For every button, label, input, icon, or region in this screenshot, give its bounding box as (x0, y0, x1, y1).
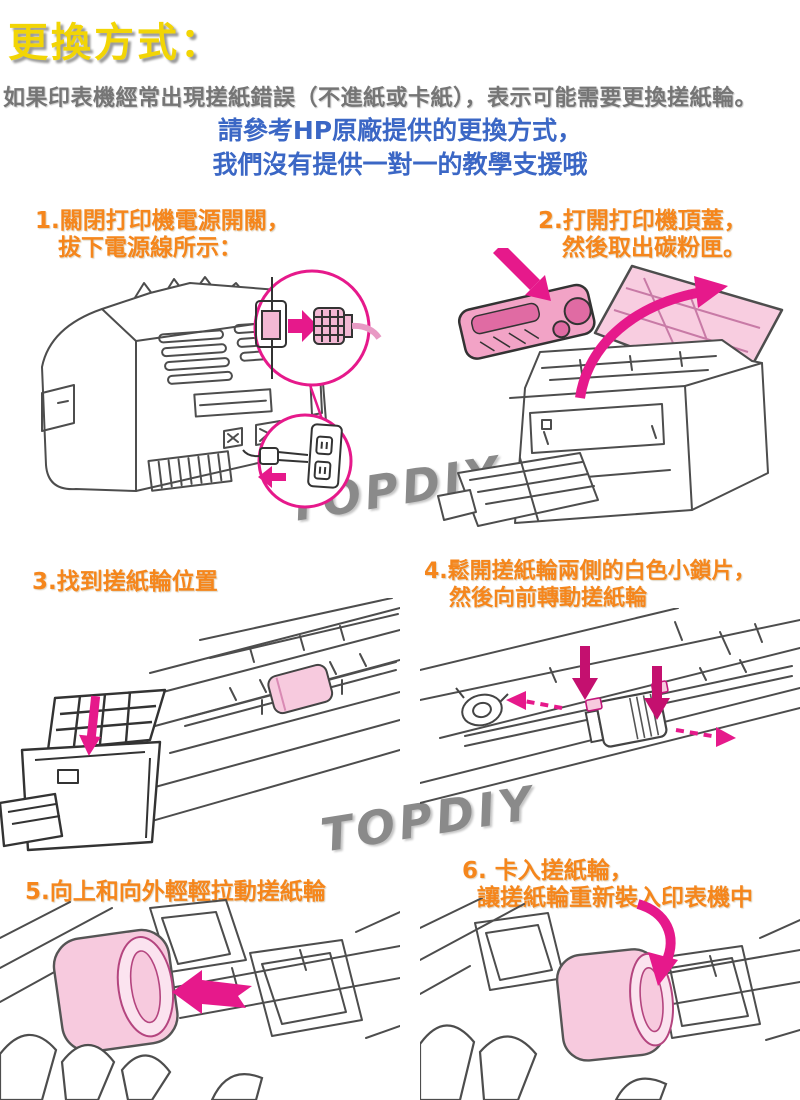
step4-illustration (420, 608, 800, 832)
step2-label-line2: 然後取出碳粉匣。 (562, 235, 746, 261)
step6-label-line1: 6. 卡入搓紙輪， (462, 858, 633, 884)
step4-label-line1: 4.鬆開搓紙輪兩側的白色小鎖片， (424, 559, 756, 584)
step6-label-line2: 讓搓紙輪重新裝入印表機中 (477, 885, 753, 911)
roller-insert-art (420, 898, 800, 1100)
white-latch-left (584, 697, 603, 712)
pickup-roller (52, 928, 179, 1053)
notice-line-2: 我們沒有提供一對一的教學支援哦 (212, 150, 588, 179)
step3-label-line1: 3.找到搓紙輪位置 (32, 569, 218, 595)
printer-open-lid-art (437, 248, 784, 527)
notice-block: 請參考HP原廠提供的更換方式， 我們沒有提供一對一的教學支援哦 (0, 114, 800, 182)
arrow-dashed-right-icon (675, 727, 736, 747)
arrow-left-icon (258, 466, 286, 488)
roller-location-art (0, 598, 400, 852)
notice-line-1: 請參考HP原廠提供的更換方式， (217, 116, 583, 145)
pickup-roller (267, 663, 334, 715)
arrow-curved-up-icon (575, 276, 728, 399)
wall-outlet-callout-icon (242, 413, 353, 509)
step2-illustration (430, 248, 800, 540)
arrow-down-icon (644, 666, 670, 720)
arrow-down-icon (79, 695, 101, 756)
arrow-left-icon (172, 970, 252, 1014)
printer-back-art (41, 269, 382, 509)
step1-illustration (10, 253, 400, 553)
page-title: 更換方式： (8, 20, 223, 66)
step5-label-line1: 5.向上和向外輕輕拉動搓紙輪 (25, 879, 326, 905)
arrow-curved-down-icon (636, 899, 678, 986)
step6-illustration (420, 898, 800, 1100)
arrow-down-right-icon (493, 248, 551, 301)
arrow-right-icon (288, 310, 318, 342)
arrow-dashed-left-icon (506, 691, 563, 710)
step3-illustration (0, 598, 400, 860)
intro-text: 如果印表機經常出現搓紙錯誤（不進紙或卡紙），表示可能需要更換搓紙輪。 (3, 86, 758, 111)
roller-pull-art (0, 899, 400, 1100)
power-plug-callout-icon (253, 269, 382, 387)
roller-latch-art (420, 608, 800, 804)
arrow-down-icon (572, 646, 598, 700)
callout-leader-line (308, 384, 324, 420)
step5-illustration (0, 898, 400, 1100)
step1-label-line1: 1.關閉打印機電源開關， (35, 208, 290, 234)
toner-cartridge (457, 283, 596, 360)
step1-label-line2: 拔下電源線所示： (58, 235, 242, 261)
step2-label-line1: 2.打開打印機頂蓋， (538, 208, 747, 234)
step4-label-line2: 然後向前轉動搓紙輪 (449, 586, 648, 611)
